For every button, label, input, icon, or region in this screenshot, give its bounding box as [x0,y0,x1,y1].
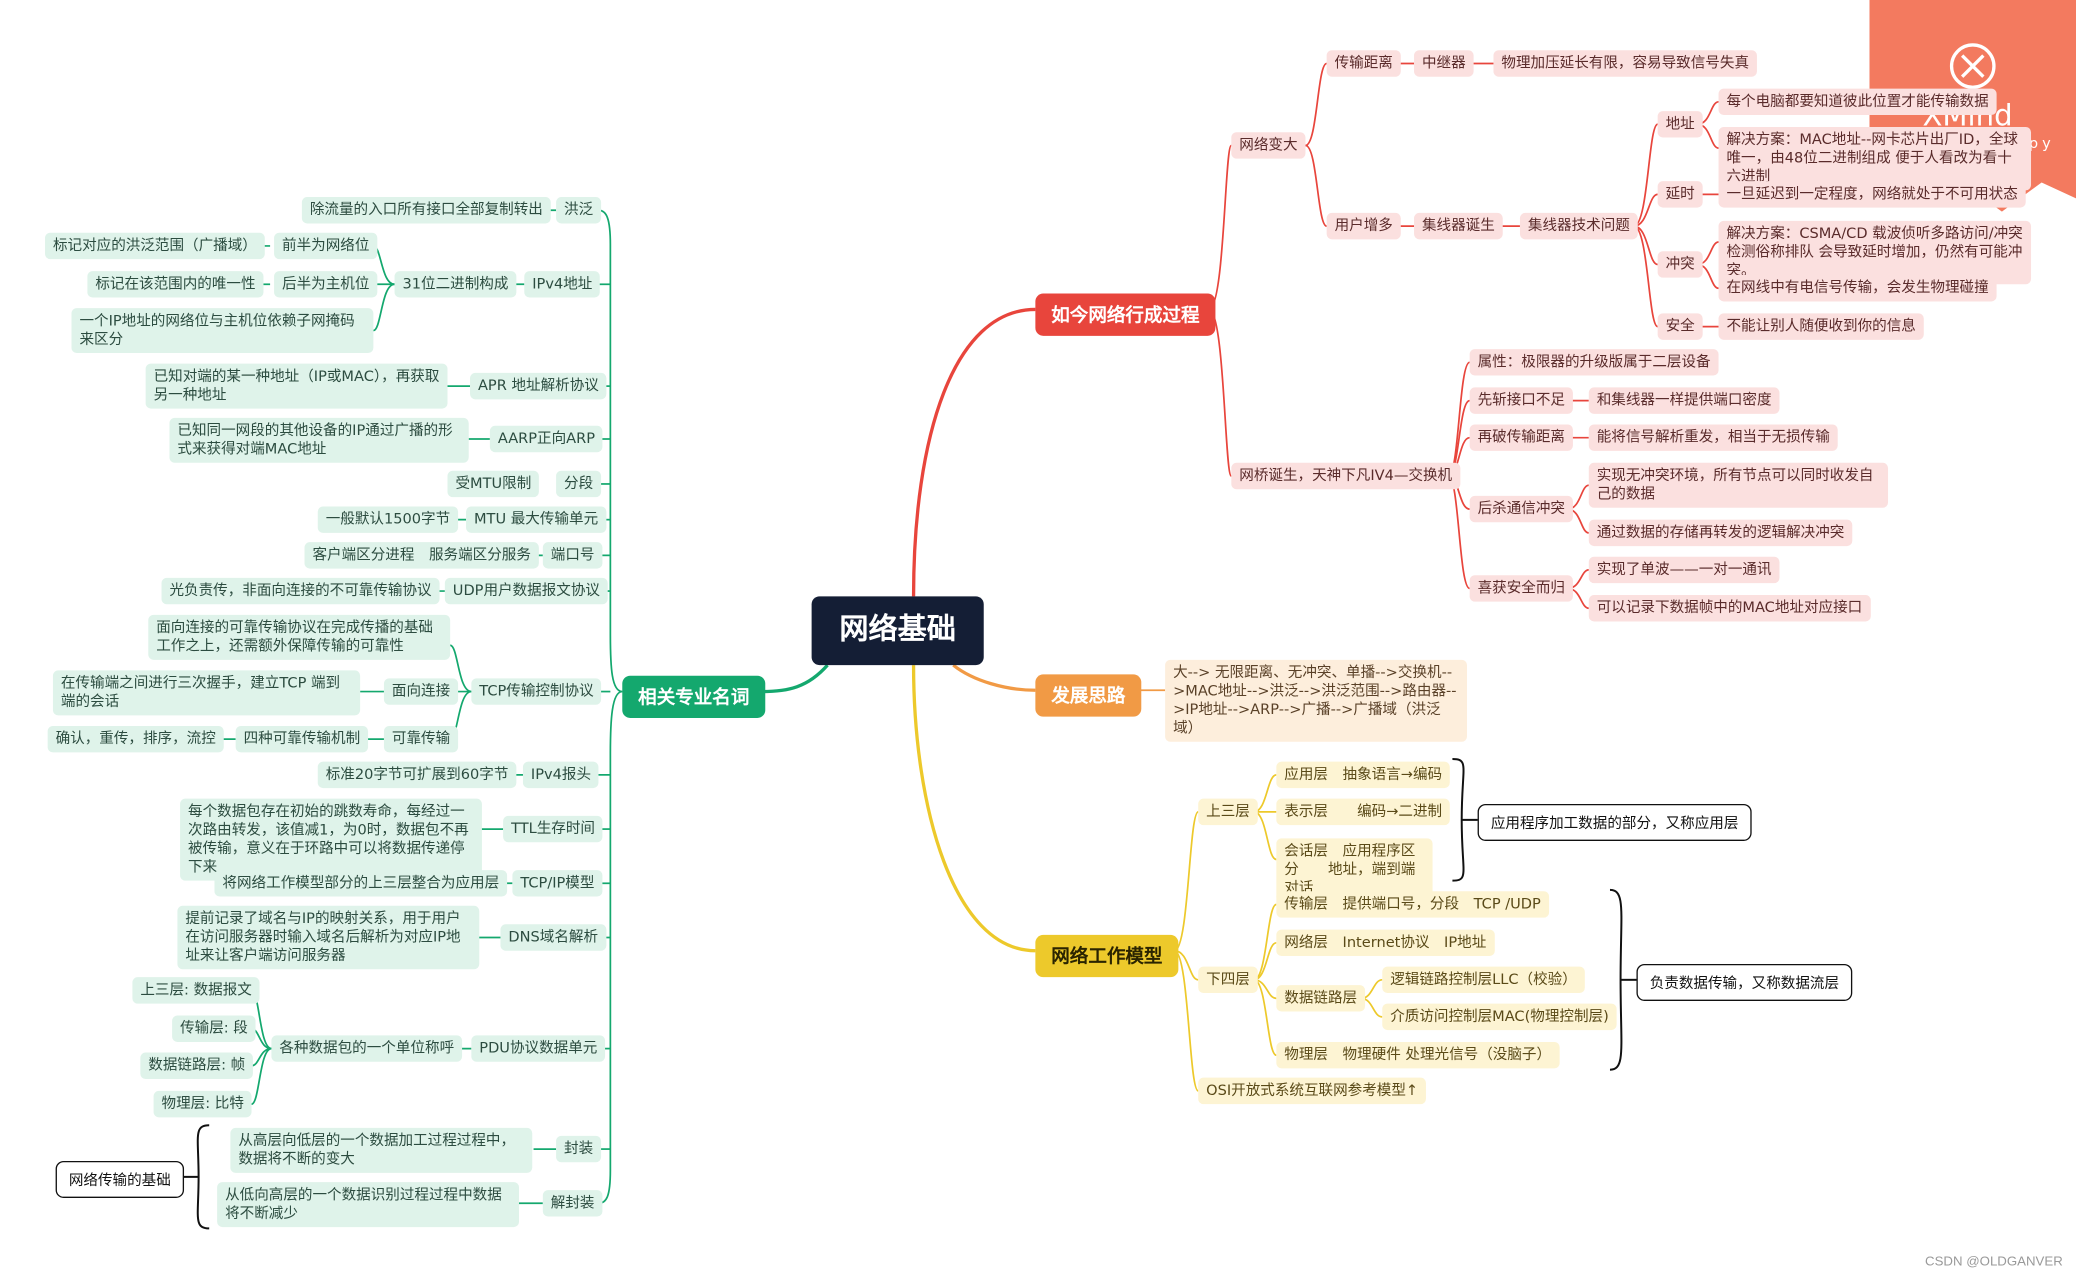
node-osi[interactable]: OSI开放式系统互联网参考模型↑ [1198,1077,1427,1105]
node-net[interactable]: 网络层 Internet协议 IP地址 [1276,929,1495,957]
node-rarp[interactable]: AARP正向ARP [489,425,603,453]
node-bridge[interactable]: 网桥诞生，天神下凡IV4—交换机 [1231,462,1461,490]
branch-ideas[interactable]: 发展思路 [1035,674,1142,717]
node-rarp-1[interactable]: 已知同一网段的其他设备的IP通过广播的形式来获得对端MAC地址 [169,417,469,463]
branch-model[interactable]: 网络工作模型 [1035,934,1179,978]
node-mtu-1[interactable]: 一般默认1500字节 [317,506,459,533]
node-udp[interactable]: UDP用户数据报文协议 [444,577,608,605]
node-security[interactable]: 安全 [1657,313,1703,340]
node-dns[interactable]: DNS域名解析 [500,924,606,951]
node-encap-1[interactable]: 从高层向低层的一个数据加工过程过程中，数据将不断的变大 [230,1127,533,1173]
node-repeater-note[interactable]: 物理加压延长有限，容易导致信号失真 [1493,50,1757,77]
node-distance[interactable]: 传输距离 [1326,50,1401,77]
node-encap[interactable]: 封装 [556,1135,602,1163]
node-flood-1[interactable]: 除流量的入口所有接口全部复制转出 [301,197,551,224]
node-four[interactable]: 四种可靠传输机制 [235,725,369,753]
node-ttl-1[interactable]: 每个数据包存在初始的跳数寿命，每经过一次路由转发，该值减1，为0时，数据包不再被… [180,798,482,881]
node-users[interactable]: 用户增多 [1326,212,1401,240]
node-udp-1[interactable]: 光负责传，非面向连接的不可靠传输协议 [161,577,440,605]
node-arp-1[interactable]: 已知对端的某一种地址（IP或MAC），再获取另一种地址 [145,363,448,409]
node-pdu-a[interactable]: 上三层: 数据报文 [132,977,260,1004]
node-mtu[interactable]: MTU 最大传输单元 [466,506,607,533]
node-conn[interactable]: 面向连接 [383,678,459,705]
node-kill-conflict[interactable]: 后杀通信冲突 [1469,495,1573,523]
node-conn-1[interactable]: 在传输端之间进行三次握手，建立TCP 端到端的会话 [52,670,361,716]
node-pdu-d[interactable]: 物理层: 比特 [153,1090,252,1118]
node-grow[interactable]: 网络变大 [1231,132,1306,159]
node-port-1[interactable]: 客户端区分进程 服务端区分服务 [304,542,539,569]
base-summary-box[interactable]: 网络传输的基础 [55,1160,185,1199]
node-break-dist[interactable]: 再破传输距离 [1469,424,1573,451]
node-app[interactable]: 应用层 抽象语言→编码 [1276,761,1451,789]
node-gain-security[interactable]: 喜获安全而归 [1469,575,1573,602]
node-mask[interactable]: 一个IP地址的网络位与主机位依赖子网掩码来区分 [71,308,374,354]
node-lower[interactable]: 下四层 [1198,966,1258,994]
node-phys[interactable]: 物理层 物理硬件 处理光信号（没脑子） [1276,1041,1560,1069]
node-second-half[interactable]: 后半为主机位 [274,271,378,298]
node-pres[interactable]: 表示层 编码→二进制 [1276,798,1451,826]
node-tcpip[interactable]: TCP/IP模型 [512,870,603,897]
branch-formation[interactable]: 如今网络行成过程 [1035,293,1216,336]
upper-summary-box[interactable]: 应用程序加工数据的部分，又称应用层 [1477,803,1752,841]
node-hub-issue[interactable]: 集线器技术问题 [1519,212,1638,240]
node-tcpip-1[interactable]: 将网络工作模型部分的上三层整合为应用层 [214,870,508,897]
node-upper[interactable]: 上三层 [1198,798,1258,826]
node-bits31[interactable]: 31位二进制构成 [394,271,517,298]
node-pdu-1[interactable]: 各种数据包的一个单位称呼 [271,1035,463,1062]
node-seg-1[interactable]: 受MTU限制 [447,470,540,498]
root-topic[interactable]: 网络基础 [811,596,984,666]
node-decap[interactable]: 解封装 [542,1190,603,1217]
node-pdu-b[interactable]: 传输层: 段 [172,1015,256,1042]
node-four-1[interactable]: 确认，重传，排序，流控 [47,725,224,753]
node-pdu[interactable]: PDU协议数据单元 [471,1035,606,1062]
node-trans[interactable]: 传输层 提供端口号，分段 TCP /UDP [1276,891,1549,918]
node-hub[interactable]: 集线器诞生 [1414,212,1503,240]
node-conflict-1[interactable]: 解决方案：CSMA/CD 载波侦听多路访问/冲突检测俗称排队 会导致延时增加，仍… [1718,220,2032,285]
node-kill-conflict-1[interactable]: 实现无冲突环境，所有节点可以同时收发自己的数据 [1588,462,1889,508]
node-delay-1[interactable]: 一旦延迟到一定程度，网络就处于不可用状态 [1718,181,2026,208]
node-security-1[interactable]: 不能让别人随便收到你的信息 [1718,313,1924,340]
node-reliable[interactable]: 可靠传输 [383,725,459,753]
node-port[interactable]: 端口号 [542,542,603,569]
node-conflict-2[interactable]: 在网线中有电信号传输，会发生物理碰撞 [1718,275,1997,302]
node-first-half-1[interactable]: 标记对应的洪泛范围（广播域） [45,232,265,260]
node-address-2[interactable]: 解决方案：MAC地址--网卡芯片出厂ID，全球唯一，由48位二进制组成 便于人看… [1718,126,2032,191]
node-gain-security-2[interactable]: 可以记录下数据帧中的MAC地址对应接口 [1588,595,1871,622]
node-pdu-c[interactable]: 数据链路层: 帧 [140,1052,254,1079]
node-address-1[interactable]: 每个电脑都要知道彼此位置才能传输数据 [1718,88,1997,116]
node-seg[interactable]: 分段 [556,470,602,498]
node-tcp-1[interactable]: 面向连接的可靠传输协议在完成传播的基础工作之上，还需额外保障传输的可靠性 [148,614,451,660]
node-flood[interactable]: 洪泛 [556,197,602,224]
node-port-short-1[interactable]: 和集线器一样提供端口密度 [1588,387,1780,414]
lower-summary-box[interactable]: 负责数据传输，又称数据流层 [1636,963,1853,1001]
node-gain-security-1[interactable]: 实现了单波——一对一通讯 [1588,556,1780,584]
node-ideas-text[interactable]: 大--> 无限距离、无冲突、单播-->交换机-->MAC地址-->洪泛-->洪泛… [1165,659,1467,742]
node-ttl[interactable]: TTL生存时间 [503,815,603,843]
node-delay[interactable]: 延时 [1657,181,1703,208]
node-llc[interactable]: 逻辑链路控制层LLC（校验） [1382,966,1585,994]
node-ipv4[interactable]: IPv4地址 [524,271,601,298]
node-address[interactable]: 地址 [1657,111,1703,138]
node-port-short[interactable]: 先斩接口不足 [1469,387,1573,414]
node-decap-1[interactable]: 从低向高层的一个数据识别过程过程中数据将不断减少 [217,1182,520,1228]
node-break-dist-1[interactable]: 能将信号解析重发，相当于无损传输 [1588,424,1838,451]
branch-terms[interactable]: 相关专业名词 [622,675,766,719]
node-second-half-1[interactable]: 标记在该范围内的唯一性 [87,271,264,298]
node-tcp[interactable]: TCP传输控制协议 [471,678,602,705]
node-arp[interactable]: APR 地址解析协议 [470,372,607,400]
node-first-half[interactable]: 前半为网络位 [274,232,378,260]
node-v4head[interactable]: IPv4报头 [522,761,599,789]
node-link[interactable]: 数据链路层 [1276,985,1366,1012]
node-v4head-1[interactable]: 标准20字节可扩展到60字节 [317,761,517,789]
node-kill-conflict-2[interactable]: 通过数据的存储再转发的逻辑解决冲突 [1588,519,1853,547]
node-attr[interactable]: 属性：极限器的升级版属于二层设备 [1469,349,1719,376]
credit-label: CSDN @OLDGANVER [1925,1254,2063,1270]
node-repeater[interactable]: 中继器 [1414,50,1474,77]
node-dns-1[interactable]: 提前记录了域名与IP的映射关系，用于用户在访问服务器时输入域名后解析为对应IP地… [177,905,480,970]
node-mac[interactable]: 介质访问控制层MAC(物理控制层) [1382,1003,1617,1031]
node-conflict[interactable]: 冲突 [1657,251,1703,278]
